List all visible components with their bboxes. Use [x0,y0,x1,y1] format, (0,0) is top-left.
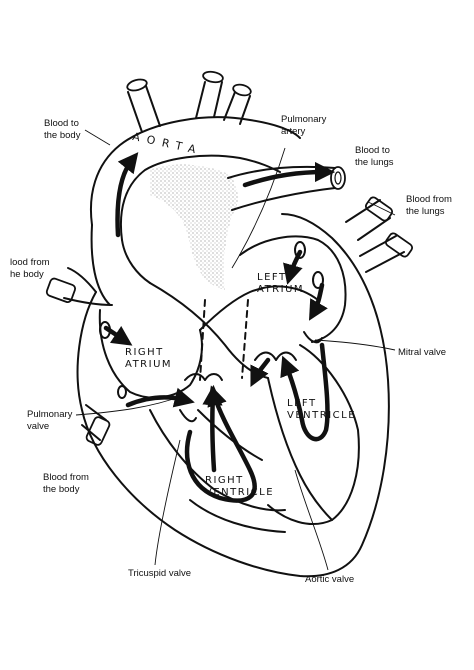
label-blood-to-body-top: Blood to the body [44,118,81,141]
label-mitral-valve: Mitral valve [398,347,447,358]
heart-outline [76,213,390,578]
arrow-right-atrium-bottom [125,387,195,408]
label-right-ventricle: RIGHT VENTRICLE [205,475,275,498]
label-right-atrium: RIGHT ATRIUM [125,347,173,370]
label-tricuspid-valve: Tricuspid valve [128,568,192,579]
right-ventricle-wall [149,409,286,512]
label-pulmonary-valve: Pulmonary valve [27,409,73,432]
left-ventricle-wall [267,344,360,525]
label-aortic-valve: Aortic valve [305,574,355,585]
aorta-arch [89,116,301,226]
label-left-ventricle: LEFT VENTRICLE [287,398,357,421]
label-blood-from-lungs: Blood from the lungs [406,194,452,217]
arrow-right-atrium-top [103,325,133,346]
label-pulmonary-artery: Pulmonary artery [281,114,327,137]
label-left-atrium: LEFT ATRIUM [257,272,305,295]
arrow-aorta-up [115,152,139,238]
pulmonary-trunk [150,164,238,290]
left-atrium-wall [239,235,347,343]
label-blood-to-lungs: Blood to the lungs [355,145,394,168]
arrow-left-atrium-1 [283,249,303,285]
label-blood-from-body-top: lood from he body [10,257,50,280]
arrow-pulmonary-right [242,161,336,188]
label-blood-from-body-bottom: Blood from the body [43,472,89,495]
arrow-right-ventricle-loop [184,385,257,503]
arrow-left-atrium-2 [308,282,328,321]
arrow-left-atrium-down [250,357,271,388]
arrow-right-ventricle-up [202,384,223,473]
arrow-left-ventricle-loop [280,342,330,442]
